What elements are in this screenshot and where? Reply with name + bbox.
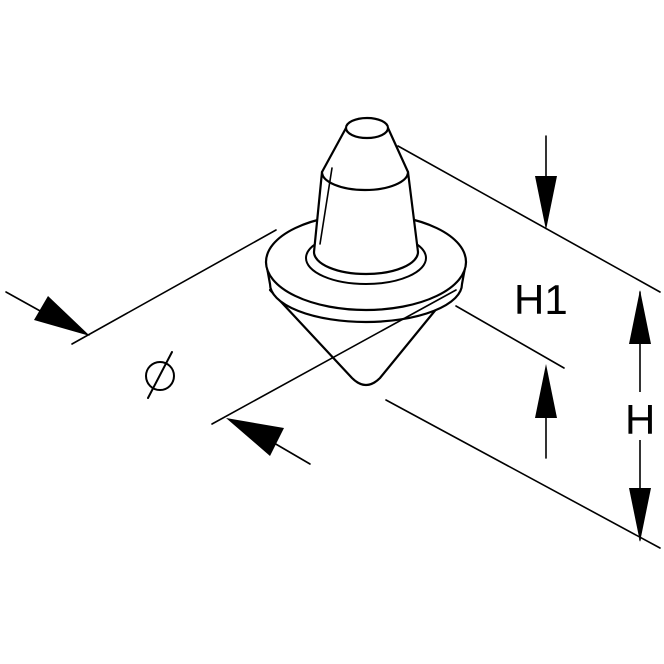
h1-dimension: H1 (397, 135, 661, 459)
h-dimension: H (385, 290, 662, 549)
h1-arrow-lower (535, 364, 557, 418)
diameter-dimension (5, 229, 457, 465)
upper-shaft (312, 170, 420, 276)
diameter-icon (145, 351, 175, 399)
h1-arrow-upper (535, 176, 557, 230)
h-label-backdrop (622, 392, 662, 440)
diameter-extension-upper (71, 229, 277, 345)
h-label: H (625, 396, 655, 443)
tip-cone (320, 126, 410, 192)
stud-part (264, 116, 468, 387)
h1-extension-bottom (455, 305, 565, 369)
tip-top (344, 116, 390, 140)
h1-extension-top (397, 145, 661, 293)
h1-label: H1 (514, 276, 568, 323)
h-arrow-upper (629, 290, 651, 344)
diameter-arrow-right (226, 418, 284, 456)
h-arrow-lower (629, 488, 651, 542)
diameter-extension-lower (211, 289, 457, 425)
h-extension-bottom (385, 399, 661, 549)
diameter-arrow-left (34, 296, 90, 336)
shaft-ridge-left (319, 167, 333, 245)
